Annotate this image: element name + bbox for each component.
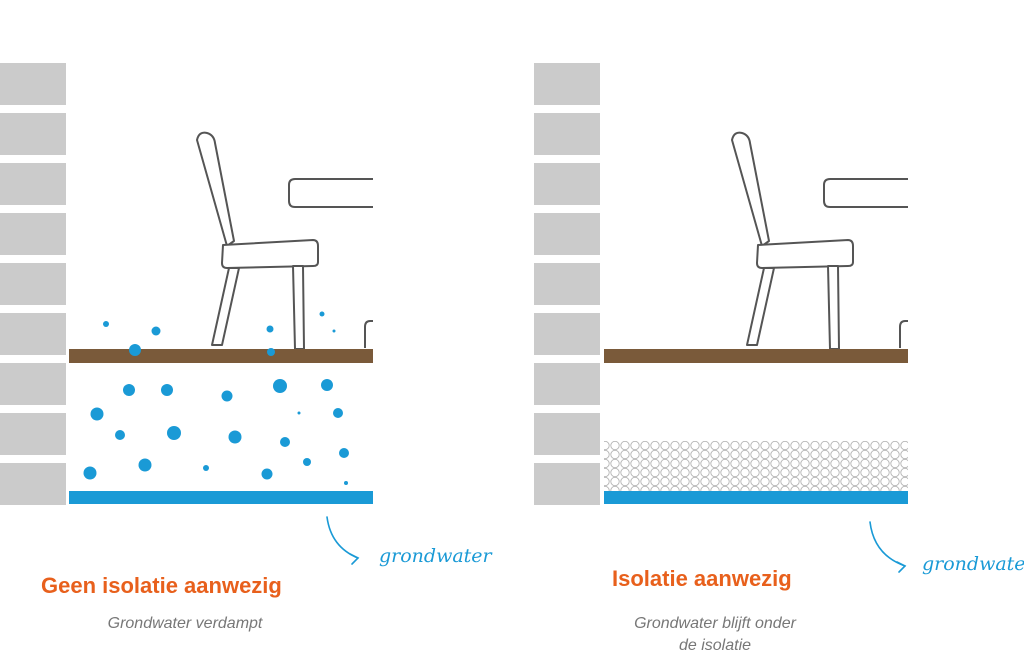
subtitle-line: de isolatie — [678, 637, 752, 654]
panel-subtitle: Grondwater blijft onder de isolatie — [600, 613, 830, 657]
floor-board — [604, 349, 908, 363]
panel-no-insulation — [0, 63, 373, 565]
arrow-icon — [326, 516, 360, 565]
groundwater-layer — [69, 491, 373, 504]
table-leg — [364, 320, 373, 348]
panel-title: Isolatie aanwezig — [612, 566, 792, 591]
chair-icon — [196, 131, 319, 350]
groundwater-label: grondwater — [379, 545, 492, 567]
table-leg — [899, 320, 908, 348]
brick-wall — [534, 63, 600, 505]
brick-wall — [0, 63, 66, 505]
floor-board — [69, 349, 373, 363]
groundwater-layer — [604, 491, 908, 504]
chair-icon — [731, 131, 854, 350]
groundwater-label: grondwater — [922, 553, 1024, 575]
subtitle-line: Grondwater blijft onder — [634, 615, 796, 632]
table-icon — [288, 178, 373, 208]
subtitle-line: Grondwater verdampt — [107, 615, 263, 632]
water-vapor-droplets — [83, 311, 349, 485]
insulation-layer — [604, 441, 908, 491]
table-icon — [823, 178, 908, 208]
panel-subtitle: Grondwater verdampt — [40, 613, 330, 635]
panel-with-insulation — [534, 63, 908, 573]
arrow-icon — [869, 521, 907, 573]
panel-title: Geen isolatie aanwezig — [41, 573, 282, 598]
